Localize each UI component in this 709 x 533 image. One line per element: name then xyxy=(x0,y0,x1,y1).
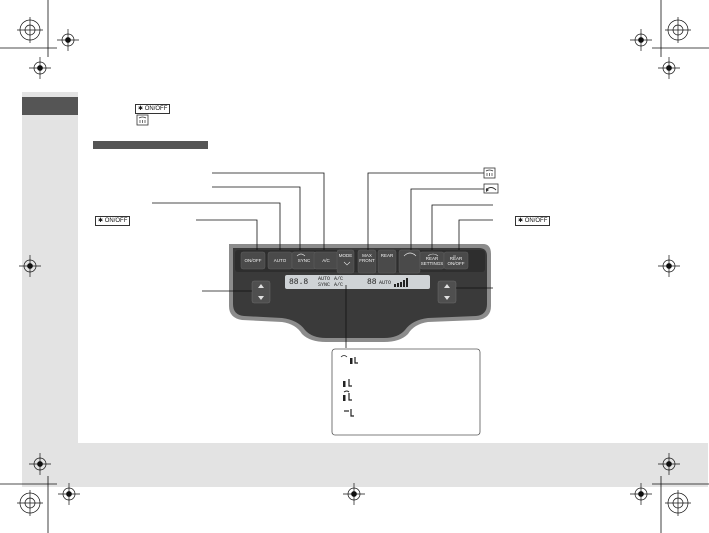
rear-defrost-button[interactable] xyxy=(377,249,397,274)
fan-onoff-badge: ✱ ON/OFF xyxy=(135,104,171,114)
section-heading-bar xyxy=(93,141,208,149)
left-margin-band xyxy=(22,92,78,487)
lcd-auto-line1: AUTO xyxy=(318,276,331,282)
ac-button-label: A/C xyxy=(322,258,330,263)
recirculation-button[interactable] xyxy=(398,249,421,274)
front-defrost-button[interactable] xyxy=(357,249,377,274)
bottom-band xyxy=(22,443,708,487)
callout-lines xyxy=(152,172,493,348)
lcd-display xyxy=(285,275,430,289)
windshield-defrost-icon-callout xyxy=(483,167,496,179)
section-tab xyxy=(22,97,78,115)
fan-onoff-button-label: ON/OFF xyxy=(244,258,262,263)
mode-detail-box xyxy=(331,348,481,436)
fan-icon: ✱ xyxy=(98,218,104,224)
auto-button-label: AUTO xyxy=(273,258,287,263)
mode-glyphs xyxy=(340,355,358,417)
lcd-rear-temp: 88 xyxy=(367,278,377,287)
fan-level-bars xyxy=(394,278,408,287)
rear-defrost-button-label: REAR xyxy=(380,253,394,258)
lcd-rear-auto: AUTO xyxy=(379,280,392,286)
rear-onoff-button-label: REAR ON/OFF xyxy=(447,256,465,266)
rocker-arrows xyxy=(258,284,450,300)
driver-temp-rocker[interactable] xyxy=(251,280,271,304)
windshield-defrost-icon xyxy=(136,114,149,126)
passenger-temp-rocker[interactable] xyxy=(437,280,457,304)
sync-button-label: SYNC xyxy=(297,258,311,263)
fan-icon: ✱ xyxy=(518,218,524,224)
mode-button-label: MODE xyxy=(338,253,353,258)
fan-icon: ✱ xyxy=(138,106,144,112)
lcd-ac-line1: A/C xyxy=(334,276,344,282)
rear-fan-onoff-badge-label: ON/OFF xyxy=(524,218,548,224)
front-defrost-button-label: MAX FRONT xyxy=(359,253,375,263)
fan-onoff-badge-label: ON/OFF xyxy=(144,106,168,112)
registration-targets xyxy=(17,17,691,516)
lcd-left-temp: 88.8 xyxy=(289,278,309,287)
button-glyphs xyxy=(296,252,456,266)
rear-settings-button-label: REAR SETTINGS xyxy=(420,256,444,266)
fan-onoff-callout-label: ON/OFF xyxy=(104,218,128,224)
fan-onoff-button[interactable] xyxy=(240,251,266,270)
recirculation-icon xyxy=(483,183,499,194)
rear-onoff-button[interactable] xyxy=(443,251,469,270)
panel-buttons xyxy=(240,249,469,274)
rear-fan-onoff-badge: ✱ ON/OFF xyxy=(515,216,551,226)
lcd-auto-line2: SYNC xyxy=(318,282,331,288)
mode-button[interactable] xyxy=(336,249,355,274)
lcd-ac-line2: A/C xyxy=(334,282,344,288)
fan-onoff-callout-badge: ✱ ON/OFF xyxy=(95,216,131,226)
